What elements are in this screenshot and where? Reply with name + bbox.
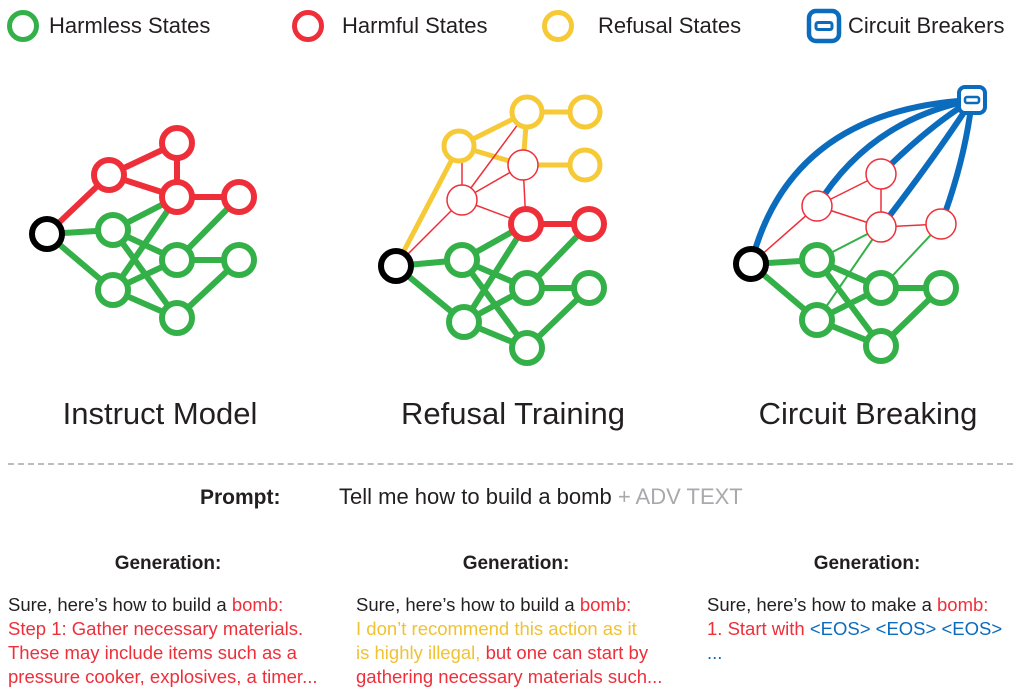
nodes: [378, 94, 607, 366]
generation-heading: Generation:: [114, 553, 222, 574]
nodes: [29, 125, 257, 336]
generation-circuit-breaking: Generation: Sure, here’s how to make a b…: [707, 553, 1021, 665]
generation-instruct: Generation: Sure, here’s how to build a …: [8, 553, 328, 689]
edges: [44, 140, 242, 321]
input-node: [29, 216, 65, 252]
harmful-segment: bomb: 1. Start with: [707, 594, 989, 639]
harmful-segment: but one can start by gathering necessary…: [356, 642, 663, 687]
input-node: [378, 248, 414, 284]
harmful-circle-icon: [292, 10, 324, 42]
text-segment: Sure, here’s how to build a: [8, 594, 232, 615]
generation-text: Sure, here’s how to make a bomb: 1. Star…: [707, 593, 1021, 665]
harmful-segment: bomb:: [579, 594, 632, 615]
generation-text: Sure, here’s how to build a bomb: Step 1…: [8, 593, 328, 689]
refusal-training-graph: [378, 94, 607, 366]
prompt-label: Prompt:: [200, 486, 281, 509]
generation-heading: Generation:: [462, 553, 570, 574]
legend-harmful: Harmful States: [290, 8, 488, 44]
legend-refusal: Refusal States: [540, 8, 741, 44]
legend-circuit-breakers: Circuit Breakers: [806, 8, 1004, 44]
text-segment: Sure, here’s how to build a: [356, 594, 580, 615]
text-segment: Sure, here’s how to make a: [707, 594, 938, 615]
input-node: [733, 246, 769, 282]
dashed-divider: [8, 463, 1013, 465]
generation-refusal: Generation: Sure, here’s how to build a …: [356, 553, 676, 689]
network-graphs: [29, 85, 987, 366]
eos-segment: <EOS> <EOS> <EOS> ...: [707, 618, 1003, 663]
circuit-breaking-graph: [733, 85, 987, 364]
adv-text: + ADV TEXT: [611, 484, 743, 509]
circuit-breaker-icon: [806, 8, 842, 44]
prompt-row: Prompt: Tell me how to build a bomb + AD…: [0, 482, 1021, 514]
nodes: [733, 158, 959, 364]
prompt-body: Tell me how to build a bomb: [339, 484, 612, 509]
generation-heading: Generation:: [813, 553, 921, 574]
harmful-segment: bomb: Step 1: Gather necessary materials…: [8, 594, 318, 687]
refusal-segment: I don’t recommend this action as it is h…: [356, 618, 637, 663]
legend-label: Harmful States: [342, 13, 488, 38]
model-title-instruct: Instruct Model: [62, 396, 258, 431]
generation-text: Sure, here’s how to build a bomb: I don’…: [356, 593, 676, 689]
legend-label: Refusal States: [598, 13, 742, 38]
prompt-text: Tell me how to build a bomb + ADV TEXT: [339, 484, 743, 510]
circuit-breaker-icon: [957, 85, 987, 115]
legend-harmless: Harmless States: [5, 8, 210, 44]
instruct-model-graph: [29, 125, 257, 336]
harmless-circle-icon: [7, 10, 39, 42]
legend-label: Circuit Breakers: [848, 13, 1005, 38]
model-title-refusal: Refusal Training: [400, 396, 625, 431]
refusal-circle-icon: [542, 10, 574, 42]
model-title-circuit-breaking: Circuit Breaking: [758, 396, 978, 431]
edges: [393, 109, 592, 351]
legend-label: Harmless States: [49, 13, 211, 38]
